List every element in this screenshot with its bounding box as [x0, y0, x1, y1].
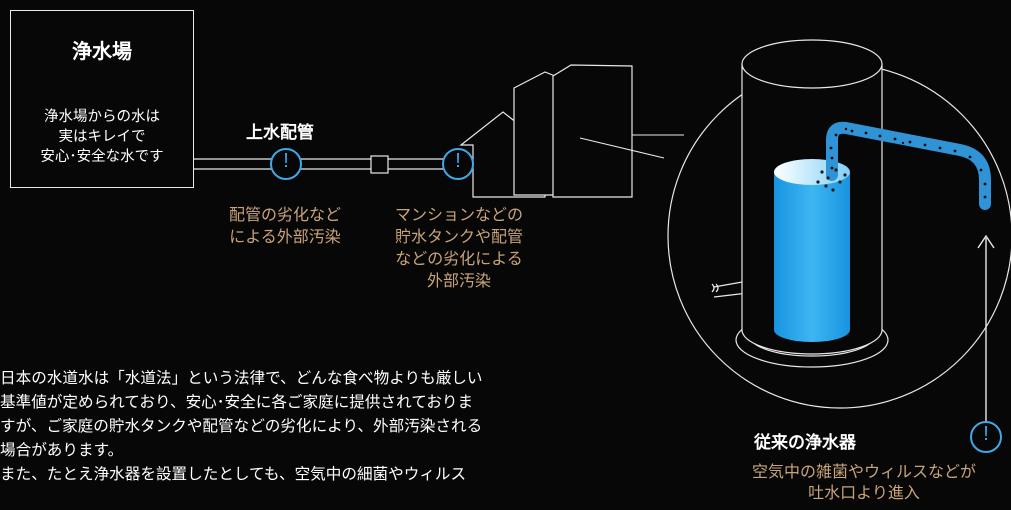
- purifier-label: 従来の浄水器: [754, 433, 856, 453]
- tank-contamination-note: マンションなどの 貯水タンクや配管 などの劣化による 外部汚染: [380, 204, 538, 292]
- water-plant-title: 浄水場: [72, 39, 132, 63]
- water-plant-desc-line: 浄水場からの水は: [44, 109, 160, 125]
- building-icon: [552, 64, 633, 198]
- paragraph-line: また、たとえ浄水器を設置したとしても、空気中の細菌やウィルス: [0, 465, 467, 483]
- note-line: 空気中の雑菌やウィルスなどが: [751, 462, 976, 481]
- paragraph-line: 基準値が定められており、安心･安全に各ご家庭に提供されておりま: [0, 393, 474, 411]
- note-line: による外部汚染: [229, 227, 341, 246]
- warning-icon: !: [283, 150, 289, 172]
- warning-circle-pipe: [270, 148, 302, 180]
- paragraph-line: 場合があります。: [0, 441, 124, 459]
- explanation-paragraph: 日本の水道水は「水道法」という法律で、どんな食べ物よりも厳しい 基準値が定められ…: [0, 366, 600, 486]
- pipe-contamination-note: 配管の劣化など による外部汚染: [210, 204, 360, 248]
- contaminant-particles: [829, 127, 987, 199]
- note-line: 貯水タンクや配管: [394, 227, 523, 246]
- water-plant-desc-line: 安心･安全な水です: [40, 149, 164, 165]
- pipe-joint: [370, 155, 389, 174]
- zoom-connector-lines: [579, 134, 684, 159]
- paragraph-line: すが、ご家庭の貯水タンクや配管などの劣化により、外部汚染される: [0, 417, 483, 435]
- water-main-pipe: [194, 158, 473, 170]
- water-plant-box: 浄水場 浄水場からの水は 実はキレイで 安心･安全な水です: [10, 10, 194, 188]
- warning-icon: !: [455, 150, 461, 172]
- warning-circle-spout: [970, 421, 1002, 453]
- note-line: 吐水口より進入: [808, 483, 920, 502]
- airborne-contamination-note: 空気中の雑菌やウィルスなどが 吐水口より進入: [718, 461, 1010, 503]
- water-plant-desc-line: 実はキレイで: [58, 129, 146, 145]
- water-plant-description: 浄水場からの水は 実はキレイで 安心･安全な水です: [11, 107, 193, 167]
- note-line: マンションなどの: [394, 205, 523, 224]
- warning-icon: !: [983, 423, 989, 445]
- spout-pipe: [826, 121, 991, 210]
- note-line: などの劣化による: [395, 249, 523, 268]
- note-line: 配管の劣化など: [228, 205, 341, 224]
- water-column: [774, 172, 850, 342]
- falling-particles: [816, 168, 847, 192]
- paragraph-line: 日本の水道水は「水道法」という法律で、どんな食べ物よりも厳しい: [0, 369, 483, 387]
- water-pipe-label: 上水配管: [246, 123, 314, 143]
- warning-circle-house: [442, 148, 474, 180]
- water-column-top: [774, 159, 850, 185]
- note-line: 外部汚染: [426, 271, 491, 290]
- up-arrow: [977, 234, 995, 424]
- purifier-top-rim: [741, 39, 883, 89]
